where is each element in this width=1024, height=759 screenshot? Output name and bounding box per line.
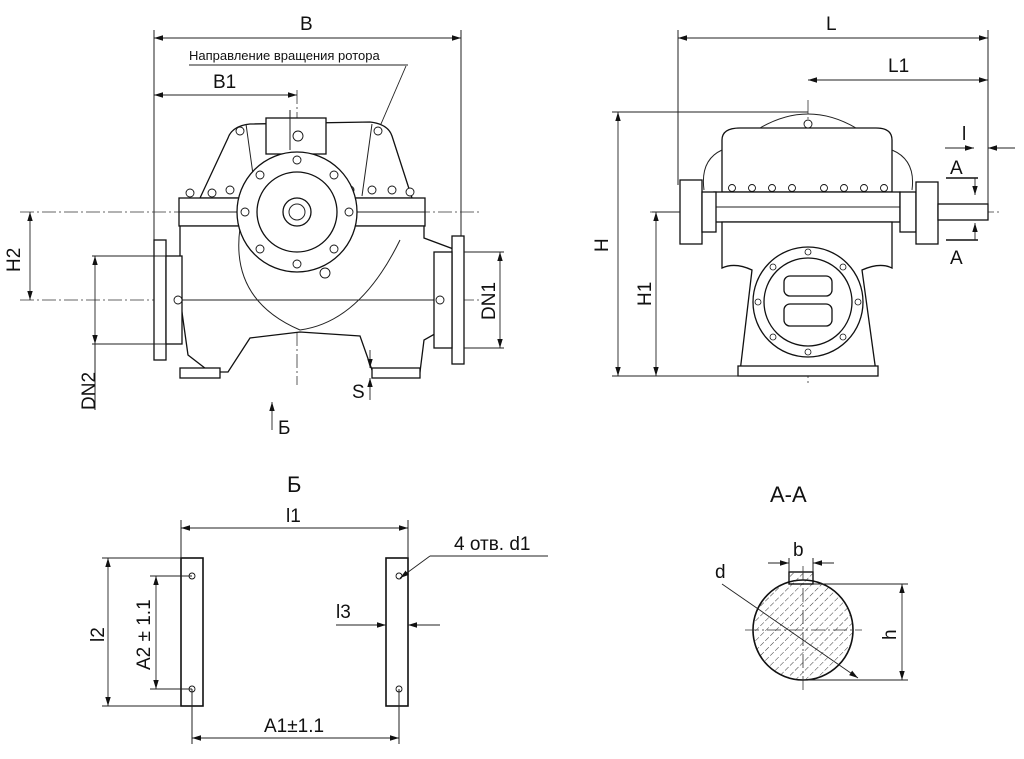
label-H2: H2 bbox=[4, 248, 25, 272]
label-H1: H1 bbox=[635, 282, 656, 306]
dimension-d bbox=[721, 583, 859, 679]
label-d: d bbox=[715, 562, 726, 583]
label-DN2: DN2 bbox=[79, 372, 100, 410]
label-H: H bbox=[592, 238, 613, 252]
discharge-flange bbox=[451, 235, 465, 365]
label-b: b bbox=[793, 540, 804, 561]
label-S: S bbox=[352, 382, 365, 403]
foundation-view-title: Б bbox=[287, 472, 301, 497]
side-view: L L1 l A A bbox=[592, 14, 1015, 385]
section-mark-bottom: A bbox=[950, 248, 963, 269]
bearing-left bbox=[679, 179, 703, 245]
shaft bbox=[937, 203, 989, 221]
label-B1: B1 bbox=[213, 72, 236, 93]
suction-flange bbox=[153, 239, 167, 361]
view-arrow-label: Б bbox=[278, 418, 290, 439]
section-view: А-А b d h bbox=[715, 482, 908, 690]
section-view-title: А-А bbox=[770, 482, 807, 507]
label-B: B bbox=[300, 14, 313, 35]
label-A2: A2 ± 1.1 bbox=[134, 599, 155, 670]
label-L1: L1 bbox=[888, 56, 909, 77]
foot-plate-right bbox=[385, 557, 409, 707]
label-l3: l3 bbox=[336, 602, 351, 623]
foot-plate-left bbox=[180, 557, 204, 707]
label-l2: l2 bbox=[88, 627, 109, 642]
side-upper-casing bbox=[721, 127, 893, 193]
label-l: l bbox=[962, 124, 966, 145]
key-section bbox=[788, 571, 814, 585]
section-mark-top: A bbox=[950, 158, 963, 179]
side-base bbox=[737, 365, 879, 377]
label-DN1: DN1 bbox=[479, 282, 500, 320]
rotation-note: Направление вращения ротора bbox=[189, 48, 381, 63]
front-view: B B1 Направление вращения ротора bbox=[4, 14, 504, 439]
label-L: L bbox=[826, 14, 837, 35]
foot-left bbox=[179, 367, 221, 379]
label-A1: A1±1.1 bbox=[264, 716, 324, 737]
foundation-view: Б l1 4 отв. d1 l2 A2 ± 1.1 A1±1.1 bbox=[88, 472, 548, 744]
lower-casing bbox=[179, 225, 457, 373]
bearing-right bbox=[915, 181, 939, 245]
holes-note: 4 отв. d1 bbox=[454, 534, 530, 555]
foot-right bbox=[371, 367, 421, 379]
label-l1: l1 bbox=[286, 506, 301, 527]
label-h: h bbox=[880, 629, 901, 640]
